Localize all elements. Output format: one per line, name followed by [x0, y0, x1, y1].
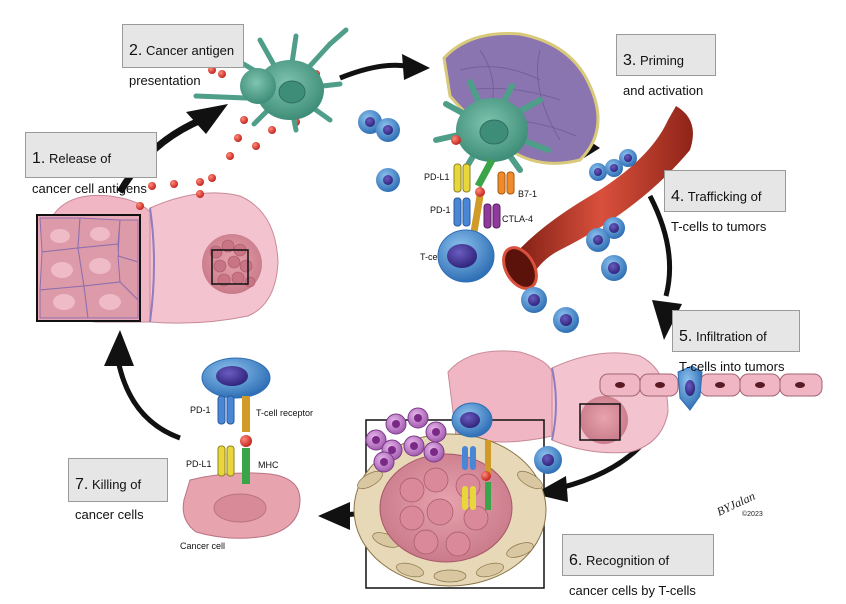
step-4-line1: Trafficking of	[687, 189, 762, 204]
step-6-number: 6.	[569, 552, 583, 569]
released-antigens	[136, 66, 320, 210]
step-3-line1: Priming	[639, 53, 685, 68]
step-2-line1: Cancer antigen	[145, 43, 235, 58]
step-3-line2: and activation	[623, 83, 704, 98]
step-2-box: 2. Cancer antigen presentation	[122, 24, 244, 88]
zoom-box-small	[211, 249, 249, 285]
step-3-number: 3.	[623, 52, 637, 69]
step-1-box: 1. Release of cancer cell antigens	[25, 132, 157, 196]
step-4-box: 4. Trafficking of T-cells to tumors	[664, 170, 786, 234]
label-ctla-4: CTLA-4	[502, 214, 533, 224]
dendritic-cell-step3	[433, 79, 551, 173]
step-6-line2: cancer cells by T-cells	[569, 583, 696, 598]
receptor-pairs-step3	[453, 158, 515, 233]
step7-killing	[182, 357, 301, 539]
signature-year: ©2023	[742, 510, 763, 518]
artist-signature: BYJalan ©2023	[714, 489, 762, 519]
step-2-number: 2.	[129, 42, 143, 59]
step-5-line2: T-cells into tumors	[679, 359, 785, 374]
label-t-cell-receptor: T-cell receptor	[256, 408, 313, 418]
arrow-head-1-to-2	[186, 104, 228, 134]
dendritic-cell-step2	[193, 27, 349, 133]
label-pd-1-bottom: PD-1	[190, 405, 211, 415]
step-7-box: 7. Killing of cancer cells	[68, 458, 168, 522]
label-b7-1: B7-1	[518, 189, 537, 199]
step-5-number: 5.	[679, 328, 693, 345]
arrow-head-6-to-7	[318, 502, 350, 530]
step-7-line1: Killing of	[91, 477, 142, 492]
label-cancer-cell: Cancer cell	[180, 541, 225, 551]
label-mhc: MHC	[258, 460, 279, 470]
arrow-head-2-to-3	[402, 54, 430, 80]
step-5-line1: Infiltration of	[695, 329, 767, 344]
step6-tumor-microenvironment	[353, 402, 562, 589]
step-7-line2: cancer cells	[75, 507, 144, 522]
step-2-line2: presentation	[129, 73, 201, 88]
step-6-box: 6. Recognition of cancer cells by T-cell…	[562, 534, 714, 598]
step-4-number: 4.	[671, 188, 685, 205]
step-7-number: 7.	[75, 476, 89, 493]
step1-tumor-tissue	[36, 192, 279, 324]
step-3-box: 3. Priming and activation	[616, 34, 716, 98]
free-t-cells	[358, 110, 400, 192]
zoom-box-step5	[579, 403, 621, 441]
step-4-line2: T-cells to tumors	[671, 219, 767, 234]
t-cell-step3	[437, 229, 495, 283]
label-pd-l1-top: PD-L1	[424, 172, 450, 182]
arrow-4-to-5	[647, 194, 673, 297]
label-t-cell-cut: T-ce	[420, 252, 438, 262]
step-6-line1: Recognition of	[585, 553, 670, 568]
arrow-2-to-3	[339, 62, 407, 81]
molecule-labels: PD-L1 PD-1 B7-1 CTLA-4 T-ce PD-1 T-cell …	[180, 172, 537, 551]
step5-tissue	[447, 350, 669, 454]
endothelium	[599, 365, 823, 411]
label-pd-1-top: PD-1	[430, 205, 451, 215]
label-pd-l1-bottom: PD-L1	[186, 459, 212, 469]
step-5-box: 5. Infiltration of T-cells into tumors	[672, 310, 800, 374]
arrow-head-7-to-1	[104, 330, 134, 366]
step-1-line2: cancer cell antigens	[32, 181, 147, 196]
step-1-number: 1.	[32, 150, 46, 167]
arrow-7-to-1	[115, 359, 181, 441]
step-1-line1: Release of	[48, 151, 112, 166]
blood-vessel	[502, 106, 693, 333]
